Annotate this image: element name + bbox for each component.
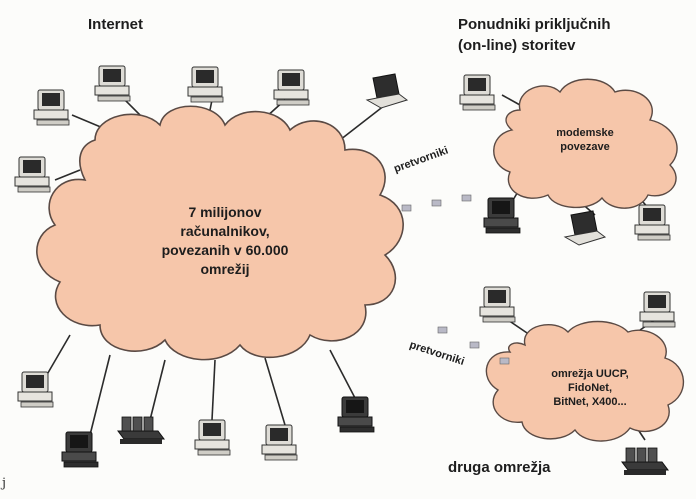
desktop-computer-icon <box>61 431 99 468</box>
modem-cloud-text-line1: modemske <box>556 127 614 139</box>
desktop-computer-icon <box>94 65 131 102</box>
desktop-computer-icon <box>483 197 521 234</box>
desktop-computer-icon <box>187 66 224 103</box>
other-networks-label: druga omrežja <box>448 459 551 476</box>
desktop-computer-icon <box>337 396 375 433</box>
desktop-computer-icon <box>194 419 231 456</box>
main-cloud-text-line3: povezanih v 60.000 <box>161 242 289 258</box>
laptop-computer-icon <box>564 210 606 246</box>
converter-box-icon <box>437 326 448 334</box>
main-cloud-text-line1: 7 milijonov <box>188 204 262 220</box>
desktop-computer-icon <box>33 89 70 126</box>
internet-label: Internet <box>88 16 144 33</box>
desktop-computer-icon <box>459 74 496 111</box>
converter-box-icon <box>431 199 442 207</box>
desktop-computer-icon <box>634 204 671 241</box>
main-cloud-text-line4: omrežij <box>200 261 250 277</box>
converter-box-icon <box>499 357 510 365</box>
desktop-computer-icon <box>261 424 298 461</box>
other-cloud-text-line3: BitNet, X400... <box>553 396 627 408</box>
converter-box-icon <box>401 204 412 212</box>
desktop-computer-icon <box>17 371 54 408</box>
server-rack-icon <box>117 416 165 445</box>
other-cloud-text-line1: omrežja UUCP, <box>551 368 629 380</box>
other-cloud-text-line2: FidoNet, <box>568 382 612 394</box>
providers-label-line2: (on-line) storitev <box>458 37 576 54</box>
converter-box-icon <box>469 341 480 349</box>
other-networks-cloud <box>485 320 685 442</box>
converter-boxes-top <box>401 194 472 212</box>
laptop-computer-icon <box>366 73 408 109</box>
desktop-computer-icon <box>479 286 516 323</box>
providers-label-line1: Ponudniki priključnih <box>458 16 611 33</box>
converter-box-icon <box>461 194 472 202</box>
desktop-computer-icon <box>273 69 310 106</box>
desktop-computer-icon <box>14 156 51 193</box>
modem-cloud <box>493 78 678 209</box>
server-rack-icon <box>621 447 669 476</box>
modem-cloud-text-line2: povezave <box>560 141 610 153</box>
corner-mark: j <box>2 476 7 491</box>
main-cloud-text-line2: računalnikov, <box>180 223 270 239</box>
network-links <box>44 94 656 441</box>
desktop-computer-icon <box>639 291 676 328</box>
internet-cloud <box>36 105 404 361</box>
